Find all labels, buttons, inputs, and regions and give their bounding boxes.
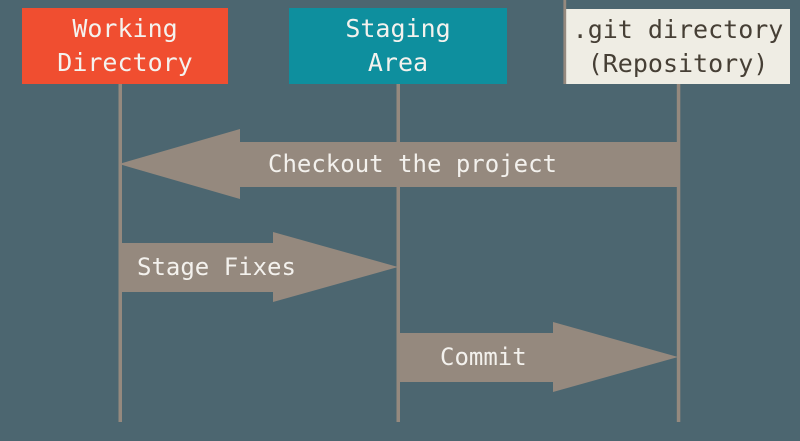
checkout-arrow [119, 129, 678, 199]
staging-area-label: Staging Area [345, 14, 451, 77]
working-directory-label: Working Directory [57, 14, 193, 77]
git-directory-lifeline [676, 84, 681, 422]
staging-area-lifeline [396, 84, 400, 422]
staging-area-box: Staging Area [289, 8, 507, 84]
git-directory-label: .git directory (Repository) [572, 14, 784, 78]
commit-arrow-label: Commit [440, 343, 527, 371]
git-box-edge-line [563, 0, 567, 84]
working-directory-box: Working Directory [22, 8, 228, 84]
stage-fixes-arrow-label: Stage Fixes [137, 253, 296, 281]
stage-fixes-arrow [120, 232, 398, 302]
checkout-arrow-label: Checkout the project [268, 150, 557, 178]
git-directory-box: .git directory (Repository) [566, 9, 790, 84]
commit-arrow [398, 322, 678, 392]
